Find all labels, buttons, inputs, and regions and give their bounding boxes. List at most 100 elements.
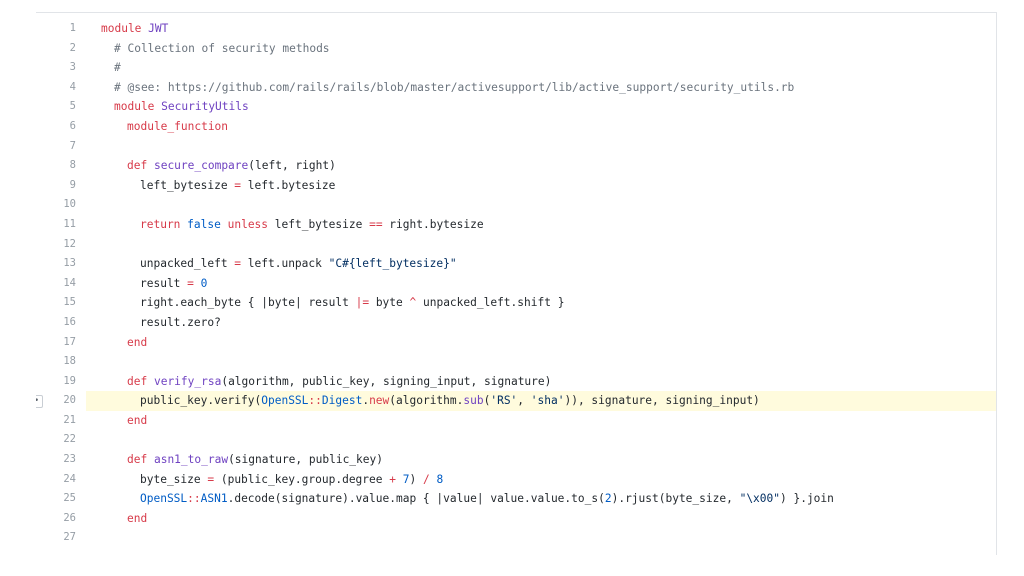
code-line: 9 left_bytesize = left.bytesize: [36, 176, 996, 196]
code-token: byte: [369, 296, 410, 310]
code-token: [147, 375, 154, 388]
line-number[interactable]: 11: [63, 217, 76, 230]
code-token: def: [127, 453, 148, 467]
line-number[interactable]: 12: [63, 237, 76, 250]
code-token: "\x00": [739, 492, 780, 506]
code-token: (signature, public_key): [228, 453, 383, 467]
line-number[interactable]: 8: [69, 159, 76, 172]
line-number[interactable]: 20: [63, 394, 76, 407]
line-code: def asn1_to_raw(signature, public_key): [86, 450, 996, 470]
line-number[interactable]: 1: [69, 22, 76, 34]
line-number[interactable]: 22: [63, 433, 76, 446]
code-token: ): [409, 472, 423, 486]
line-number[interactable]: 19: [63, 374, 76, 387]
line-code: def verify_rsa(algorithm, public_key, si…: [86, 372, 996, 392]
code-token: [221, 218, 228, 231]
code-token: left_bytesize: [268, 217, 370, 231]
code-token: sub: [463, 394, 484, 408]
code-token: return: [140, 217, 181, 231]
code-token: [147, 159, 154, 172]
line-code: module_function: [86, 117, 996, 137]
code-token: end: [127, 335, 148, 349]
line-number[interactable]: 4: [69, 80, 76, 93]
line-code: left_bytesize = left.bytesize: [86, 176, 996, 196]
line-code: module JWT: [86, 19, 996, 39]
line-code: def raw_to_asn1(signature, private_key): [86, 548, 996, 555]
line-code: #: [86, 58, 996, 78]
line-code: [86, 235, 996, 255]
code-line: 5 module SecurityUtils: [36, 97, 996, 117]
line-number[interactable]: 24: [63, 472, 76, 485]
line-code: [86, 352, 996, 372]
code-line: 22: [36, 430, 996, 450]
code-token: .: [362, 394, 370, 408]
line-code: end: [86, 411, 996, 431]
line-number[interactable]: 15: [63, 296, 76, 309]
code-token: |: [294, 296, 302, 310]
line-code: # @see: https://github.com/rails/rails/b…: [86, 78, 996, 98]
code-token: OpenSSL: [261, 394, 309, 408]
code-line: 11 return false unless left_bytesize == r…: [36, 215, 996, 235]
code-line: 21 end: [36, 411, 996, 431]
line-code: module SecurityUtils: [86, 97, 996, 117]
code-line: 27: [36, 528, 996, 548]
line-number[interactable]: 25: [63, 492, 76, 505]
code-token: result: [301, 296, 356, 310]
line-number[interactable]: 3: [69, 61, 76, 74]
code-line: 2# Collection of security methods: [36, 39, 996, 59]
code-token: "C#{left_bytesize}": [328, 257, 457, 271]
code-token: 'RS': [490, 394, 518, 408]
code-token: byte: [268, 296, 295, 310]
line-number[interactable]: 23: [63, 453, 76, 466]
line-number[interactable]: 18: [63, 355, 76, 368]
line-number[interactable]: 21: [63, 413, 76, 426]
line-number[interactable]: 13: [63, 257, 76, 270]
code-token: JWT: [148, 22, 169, 35]
code-token: new: [369, 394, 390, 408]
code-line: 1 module JWT: [36, 19, 996, 39]
code-token: 0: [200, 276, 208, 290]
line-number[interactable]: 17: [63, 335, 76, 348]
line-code: public_key.verify(OpenSSL::Digest.new(al…: [86, 391, 996, 411]
code-token: |: [476, 492, 484, 506]
code-token: Digest: [321, 394, 363, 408]
code-token: left.bytesize: [241, 178, 336, 192]
line-number[interactable]: 26: [63, 511, 76, 524]
code-token: end: [127, 413, 148, 427]
code-token: ::: [187, 492, 201, 506]
line-number[interactable]: 6: [69, 119, 76, 132]
line-number[interactable]: 16: [63, 315, 76, 328]
line-number[interactable]: 27: [63, 531, 76, 544]
code-line: 10: [36, 195, 996, 215]
code-token: module: [101, 22, 142, 35]
code-token: (algorithm, public_key, signing_input, s…: [221, 374, 552, 388]
line-number[interactable]: 9: [69, 178, 76, 191]
line-number[interactable]: 5: [69, 100, 76, 113]
code-token: ==: [369, 217, 383, 231]
code-line: 7: [36, 137, 996, 157]
code-token: byte_size: [140, 472, 208, 486]
line-number[interactable]: 2: [69, 41, 76, 54]
code-token: def: [127, 159, 148, 173]
code-token: ::: [308, 394, 322, 408]
line-code: return false unless left_bytesize == rig…: [86, 215, 996, 235]
line-number[interactable]: 14: [63, 276, 76, 289]
line-number[interactable]: 7: [69, 139, 76, 152]
line-number[interactable]: 10: [63, 198, 76, 211]
code-token: (public_key.group.degree: [214, 472, 390, 486]
code-line: 4 # @see: https://github.com/rails/rails/…: [36, 78, 996, 98]
code-token: result.zero?: [140, 315, 221, 329]
code-token: 7: [402, 472, 410, 486]
code-line: 19 def verify_rsa(algorithm, public_key, …: [36, 372, 996, 392]
line-code: def secure_compare(left, right): [86, 156, 996, 176]
code-token: ^: [409, 296, 417, 310]
line-options-icon[interactable]: •: [36, 395, 43, 409]
code-token: |: [436, 492, 444, 506]
code-token: right.each_byte {: [140, 296, 262, 310]
code-token: [396, 473, 403, 486]
